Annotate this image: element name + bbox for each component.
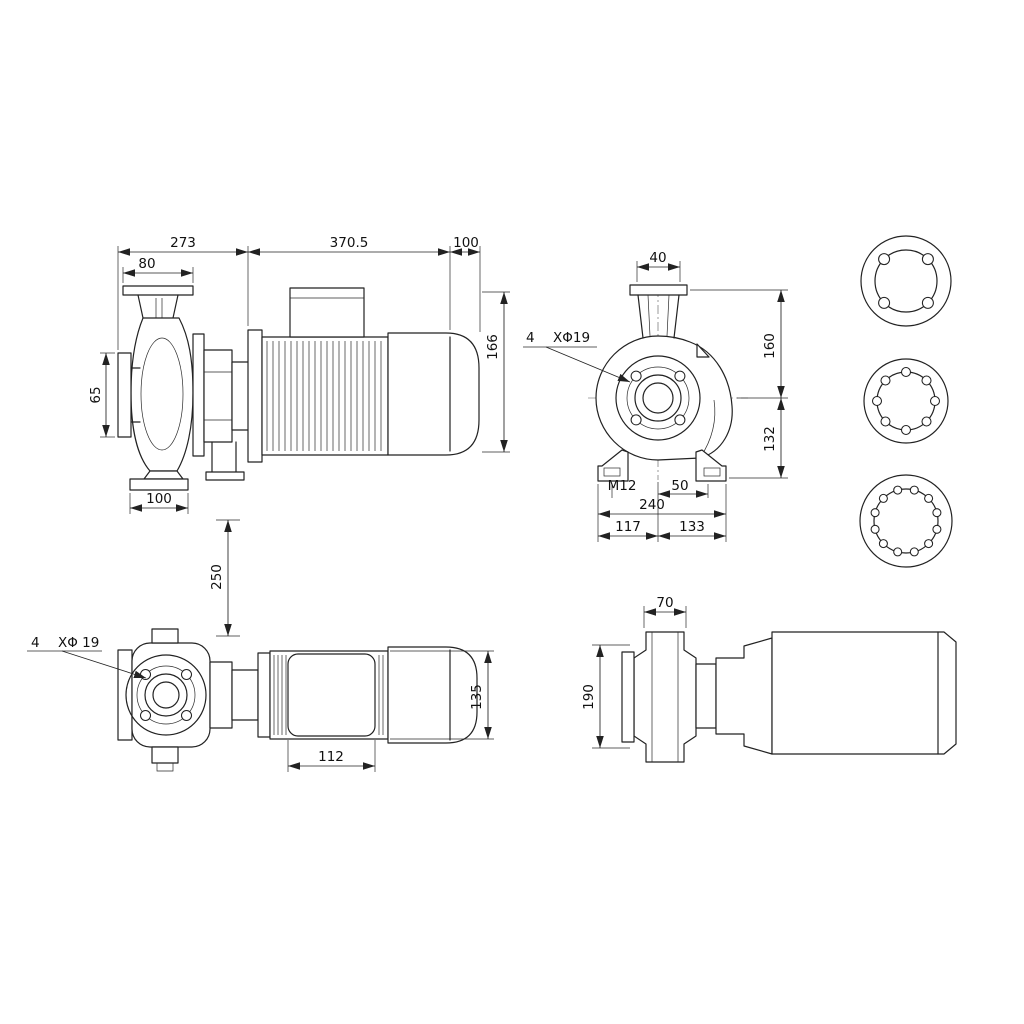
- front-bolt-holes: [630, 370, 686, 426]
- view-front-end: 4 XΦ19: [523, 284, 748, 482]
- dim-center-offset: 250: [209, 564, 225, 590]
- volute-casing: [130, 317, 194, 472]
- fan-cover: [387, 332, 480, 456]
- dim-height-upper: 160: [762, 333, 778, 359]
- flange-middle-bolt-holes: [871, 366, 941, 436]
- callout-plan-bolt-count: 4: [31, 635, 40, 651]
- dim-end-casing-width: 190: [581, 684, 597, 710]
- dim-height-lower: 132: [762, 426, 778, 452]
- casing-plan: [131, 642, 211, 748]
- terminal-box: [289, 287, 365, 338]
- dim-stator-length: 112: [318, 749, 344, 765]
- motor-body: [261, 336, 389, 456]
- dim-end-port-width: 70: [656, 595, 673, 611]
- motor-end-plan: [771, 631, 957, 755]
- casing-end-plan: [633, 631, 697, 763]
- view-side-elevation: [117, 285, 480, 491]
- dim-foot-width: 100: [146, 491, 172, 507]
- dim-port-width: 40: [649, 250, 666, 266]
- suction-flange: [117, 352, 132, 438]
- counter-flange-middle: [863, 358, 949, 444]
- dim-foot-offset: 50: [671, 478, 688, 494]
- dim-motor-length: 370.5: [330, 235, 369, 251]
- view-end-plan: 70 190: [581, 595, 957, 763]
- flange-bottom-bolt-holes: [870, 485, 942, 557]
- dim-fan-length: 100: [453, 235, 479, 251]
- discharge-flange: [122, 285, 194, 296]
- callout-bolt-dia: XΦ19: [553, 330, 590, 346]
- bearing-bracket: [203, 349, 233, 443]
- counter-flange-bottom: [859, 474, 953, 568]
- dim-foot-left: 117: [615, 519, 641, 535]
- view-top-plan: 250 4 XΦ 19 135: [27, 519, 494, 772]
- dim-foot-thread: M12: [608, 478, 637, 494]
- dimensions-front-view: 40 160 132 M12 50 240 117 133: [597, 250, 788, 542]
- dim-suction-flange-height: 65: [88, 386, 104, 403]
- view-counter-flanges: [859, 235, 953, 568]
- dim-discharge-flange-width: 80: [138, 256, 155, 272]
- callout-bolt-count: 4: [526, 330, 535, 346]
- rotation-arrow: [696, 343, 710, 358]
- dim-foot-right: 133: [679, 519, 705, 535]
- dim-motor-width: 135: [469, 684, 485, 710]
- flange-top-bolt-holes: [878, 253, 934, 309]
- baseplate: [129, 478, 189, 491]
- dim-foot-span: 240: [639, 497, 665, 513]
- callout-plan-bolt-dia: XΦ 19: [58, 635, 99, 651]
- dim-motor-height: 166: [485, 334, 501, 360]
- counter-flange-top: [860, 235, 952, 327]
- dimensions-side-view: 273 370.5 100 80 65 166 100: [88, 235, 510, 514]
- dim-pump-length: 273: [170, 235, 196, 251]
